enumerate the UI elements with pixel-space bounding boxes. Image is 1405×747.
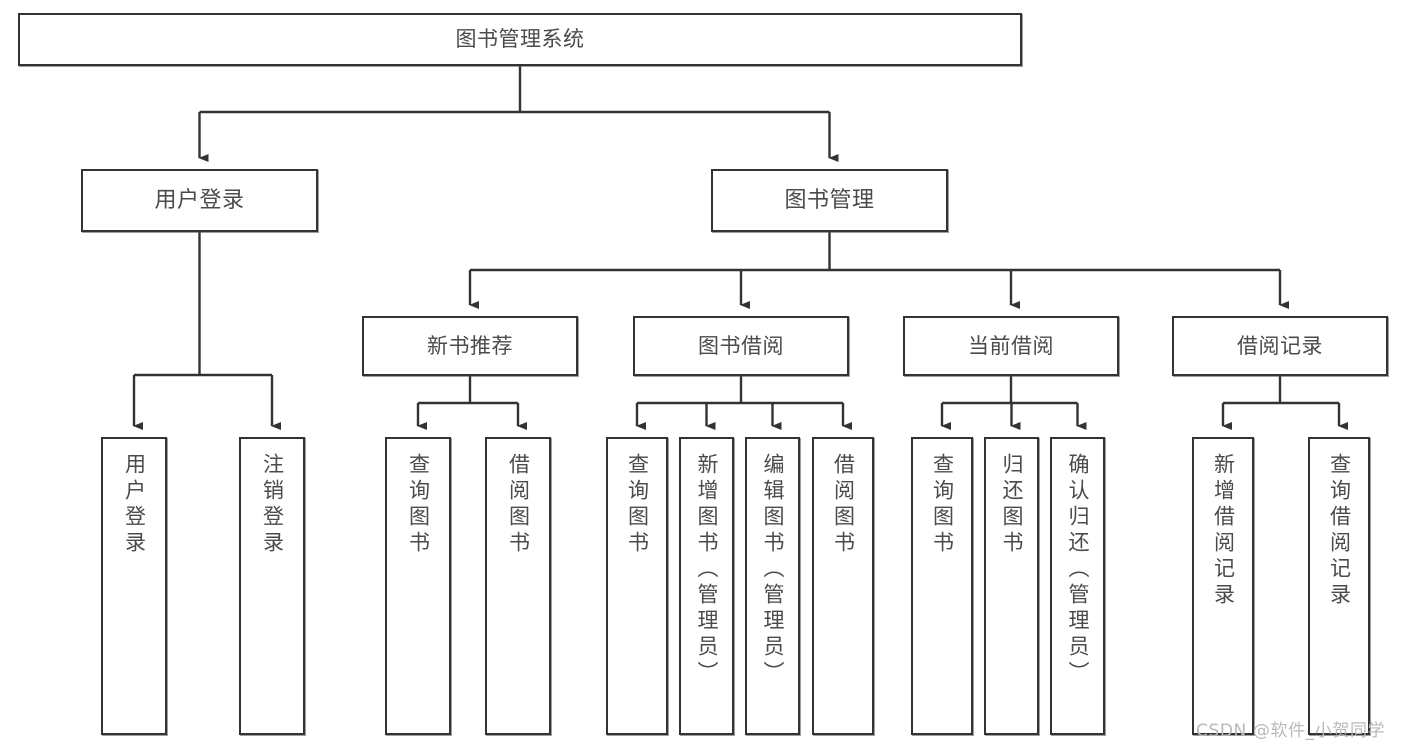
node-label: 图书借阅 — [698, 333, 784, 358]
node-l2_a: 新书推荐 — [362, 316, 578, 376]
node-label: 查询图书 — [625, 453, 650, 557]
node-leaf_9: 查询图书 — [911, 437, 973, 735]
node-l2_b: 图书借阅 — [633, 316, 849, 376]
node-label: 编辑图书（管理员） — [761, 453, 785, 687]
node-l2_d: 借阅记录 — [1172, 316, 1388, 376]
node-leaf_12: 新增借阅记录 — [1192, 437, 1254, 735]
node-label: 查询图书 — [406, 453, 431, 557]
node-leaf_10: 归还图书 — [984, 437, 1039, 735]
node-root: 图书管理系统 — [18, 13, 1022, 66]
node-label: 当前借阅 — [968, 333, 1054, 358]
node-l2_c: 当前借阅 — [903, 316, 1119, 376]
node-leaf_8: 借阅图书 — [812, 437, 874, 735]
node-label: 用户登录 — [154, 187, 245, 213]
node-leaf_5: 查询图书 — [606, 437, 668, 735]
node-label: 注销登录 — [260, 453, 285, 557]
node-label: 图书管理系统 — [455, 27, 585, 52]
node-label: 新书推荐 — [427, 333, 513, 358]
node-label: 查询借阅记录 — [1327, 453, 1352, 609]
node-label: 归还图书 — [1000, 453, 1024, 557]
node-label: 借阅记录 — [1237, 333, 1323, 358]
node-l1_b: 图书管理 — [711, 169, 948, 232]
node-label: 新增图书（管理员） — [695, 453, 719, 687]
node-label: 查询图书 — [930, 453, 955, 557]
node-leaf_7: 编辑图书（管理员） — [745, 437, 800, 735]
node-label: 确认归还（管理员） — [1066, 453, 1090, 687]
node-label: 新增借阅记录 — [1211, 453, 1236, 609]
node-leaf_4: 借阅图书 — [485, 437, 551, 735]
node-leaf_3: 查询图书 — [385, 437, 451, 735]
node-label: 用户登录 — [122, 453, 147, 557]
node-label: 借阅图书 — [831, 453, 856, 557]
node-l1_a: 用户登录 — [81, 169, 318, 232]
node-leaf_2: 注销登录 — [239, 437, 305, 735]
node-label: 图书管理 — [784, 187, 875, 213]
node-leaf_6: 新增图书（管理员） — [679, 437, 734, 735]
csdn-watermark: CSDN @软件_小贺同学 — [1196, 721, 1386, 741]
node-label: 借阅图书 — [506, 453, 531, 557]
node-leaf_11: 确认归还（管理员） — [1050, 437, 1105, 735]
node-leaf_1: 用户登录 — [101, 437, 167, 735]
node-leaf_13: 查询借阅记录 — [1308, 437, 1370, 735]
